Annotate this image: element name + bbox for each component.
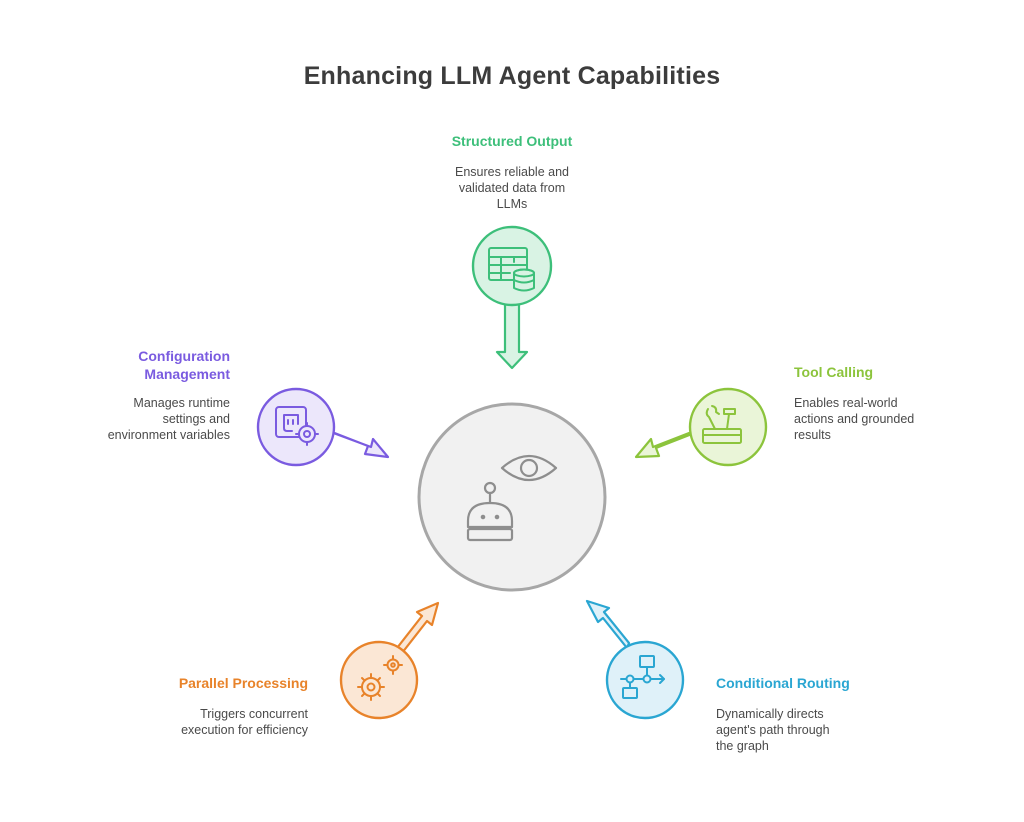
- configuration-management-arrow: [330, 430, 390, 459]
- center-circle: [417, 402, 607, 592]
- title-line: Configuration: [138, 348, 230, 364]
- tool-calling-description: Enables real-world actions and grounded …: [794, 395, 994, 443]
- conditional-routing-arrow: [585, 599, 631, 650]
- parallel-processing-node: [339, 601, 440, 720]
- configuration-management-node: [256, 387, 390, 467]
- structured-output-description: Ensures reliable and validated data from…: [412, 164, 612, 212]
- tool-calling-title: Tool Calling: [794, 364, 874, 380]
- configuration-management-circle: [256, 387, 336, 467]
- description-line: environment variables: [107, 428, 230, 442]
- description-line: actions and grounded: [794, 412, 915, 426]
- description-line: Dynamically directs: [716, 707, 824, 721]
- tool-calling-node: [634, 387, 768, 467]
- description-line: settings and: [162, 412, 230, 426]
- table-database-icon: [488, 247, 535, 292]
- configuration-management-description: Manages runtime settings and environment…: [30, 395, 230, 443]
- description-line: execution for efficiency: [181, 723, 308, 737]
- conditional-routing-description: Dynamically directs agent's path through…: [716, 706, 936, 754]
- toolbox-icon: [702, 405, 742, 444]
- conditional-routing-title: Conditional Routing: [716, 675, 850, 691]
- conditional-routing-node: [585, 599, 685, 720]
- configuration-management-title: Configuration Management: [30, 347, 230, 383]
- title-line: Management: [144, 366, 230, 382]
- description-line: results: [794, 428, 831, 442]
- structured-output-arrow: [495, 300, 529, 370]
- structured-output-title: Structured Output: [451, 133, 573, 149]
- conditional-routing-circle: [605, 640, 685, 720]
- settings-panel-icon: [275, 406, 319, 446]
- eye-icon: [500, 455, 558, 481]
- gears-icon: [357, 655, 403, 701]
- parallel-processing-arrow: [395, 601, 440, 655]
- description-line: Ensures reliable and: [455, 165, 569, 179]
- tool-calling-arrow: [634, 431, 694, 459]
- description-line: validated data from: [458, 181, 566, 195]
- description-line: the graph: [716, 739, 769, 753]
- page-title: Enhancing LLM Agent Capabilities: [303, 62, 721, 90]
- structured-output-node: [471, 225, 553, 370]
- description-line: Enables real-world: [794, 396, 898, 410]
- parallel-processing-description: Triggers concurrent execution for effici…: [88, 706, 308, 738]
- description-line: Manages runtime: [133, 396, 230, 410]
- parallel-processing-title: Parallel Processing: [178, 675, 308, 691]
- description-line: LLMs: [496, 197, 528, 211]
- description-line: agent's path through: [716, 723, 830, 737]
- description-line: Triggers concurrent: [200, 707, 308, 721]
- flowchart-icon: [620, 655, 665, 699]
- robot-icon: [466, 481, 514, 542]
